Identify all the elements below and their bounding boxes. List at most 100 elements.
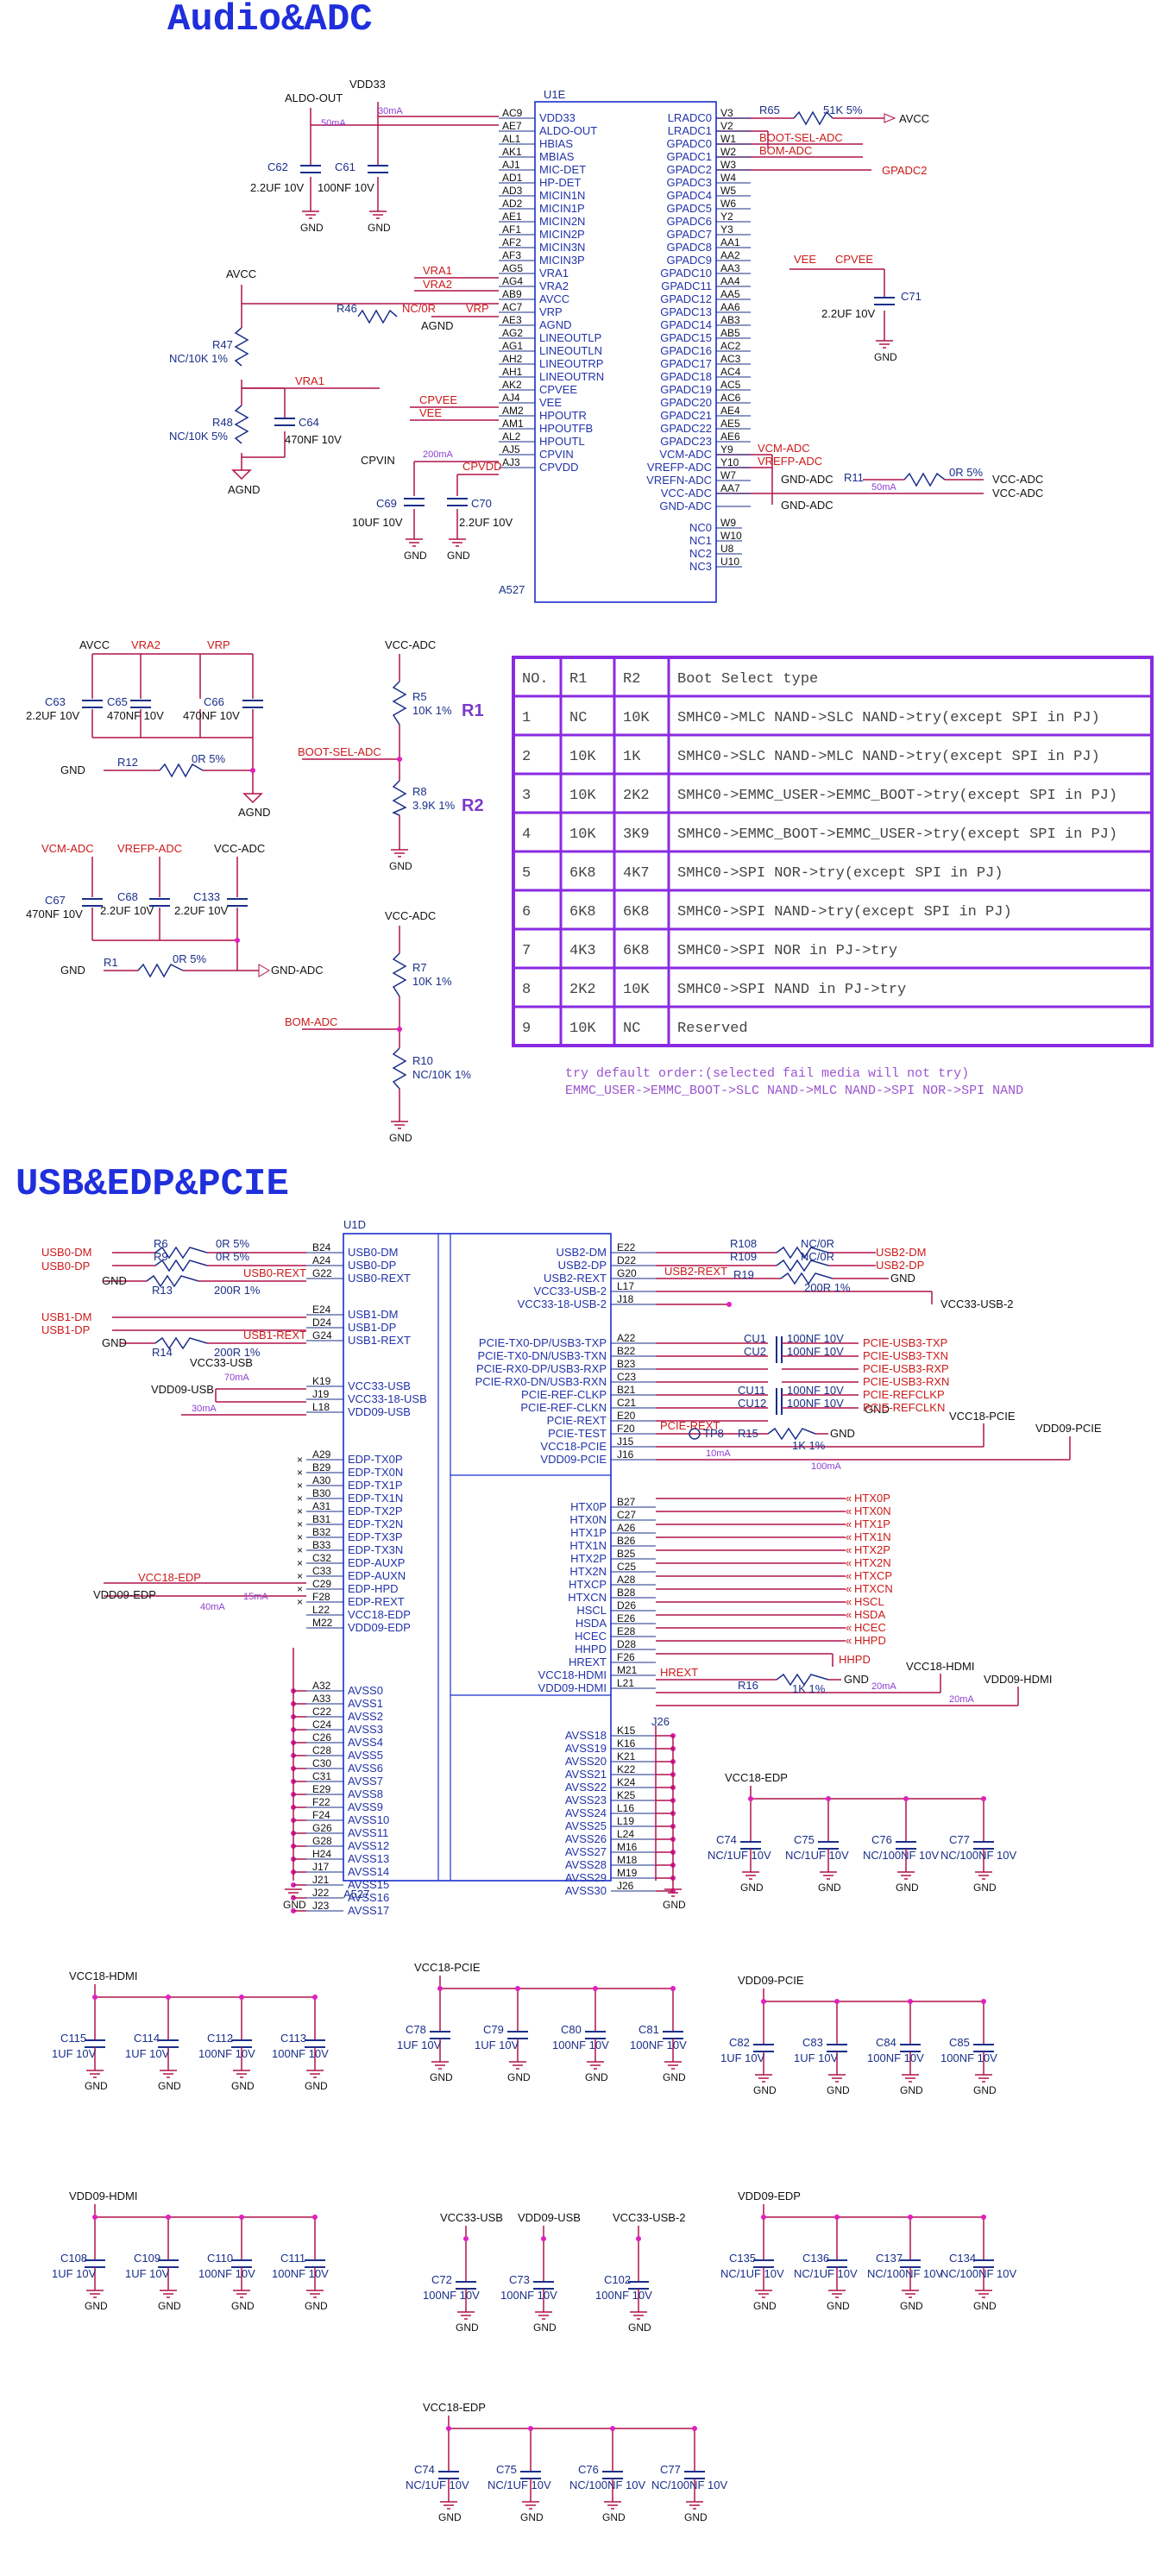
no-connect-mark: × xyxy=(297,1454,303,1466)
usb-left-wiring xyxy=(104,1252,306,1881)
usb-left-pin-number: A24 xyxy=(312,1254,331,1266)
usb-chip-right-pins: E22USB2-DMD22USB2-DPG20USB2-REXTL17VCC33… xyxy=(475,1241,676,1897)
resistor-r65-symbol xyxy=(793,110,833,126)
boot-table-cell: 8 xyxy=(522,982,531,998)
audio-left-pin-number: AG4 xyxy=(502,275,523,287)
cap-value: 1UF 10V xyxy=(475,2039,519,2051)
cap-ground-label: GND xyxy=(684,2511,708,2523)
usb-left-pin-name: EDP-HPD xyxy=(348,1582,399,1595)
usb-right-pin-number: M19 xyxy=(617,1867,638,1879)
usb-left-pin-number: J22 xyxy=(312,1887,330,1899)
htx-net-label: HTX1N xyxy=(854,1530,891,1543)
resistor-r10-symbol xyxy=(392,1047,407,1090)
cap-value: NC/1UF 10V xyxy=(794,2267,858,2280)
cap-value: NC/100NF 10V xyxy=(940,2267,1016,2280)
audio-right-pin-number: AE5 xyxy=(720,418,740,430)
boot-table-header-cell: NO. xyxy=(522,671,549,688)
cap-ground xyxy=(85,2070,104,2078)
cap-junction xyxy=(748,1796,753,1801)
cap-ground-label: GND xyxy=(231,2300,255,2312)
audio-left-pin-number: AE3 xyxy=(502,314,522,326)
boot-table-cell: 6 xyxy=(522,904,531,920)
usb-left-pin-number: G24 xyxy=(312,1329,332,1341)
usb-right-pin-name: PCIE-TX0-DP/USB3-TXP xyxy=(479,1336,607,1349)
audio-wiring xyxy=(241,102,984,539)
usb-left-pin-number: A30 xyxy=(312,1474,331,1486)
audio-right-pin-name: VREFP-ADC xyxy=(647,461,712,474)
boot-table-cell: 3 xyxy=(522,788,531,804)
audio-right-pin-name: GPADC23 xyxy=(660,435,712,448)
label-r19: R19 xyxy=(733,1268,754,1281)
htx-net-arrow: « xyxy=(846,1492,852,1505)
htx-net-label: HTXCN xyxy=(854,1582,893,1595)
htx-net-label: HTX0N xyxy=(854,1505,891,1517)
audio-left-pin-name: HPOUTL xyxy=(539,435,585,448)
usb-right-pin-name: PCIE-TX0-DN/USB3-TXN xyxy=(477,1349,607,1362)
cap-ground-label: GND xyxy=(533,2322,557,2334)
audio-right-pin-name: GPADC8 xyxy=(667,241,713,254)
cap-ground xyxy=(508,2061,527,2070)
label-cu12-val: 100NF 10V xyxy=(787,1397,844,1410)
usb-left-pin-number: A31 xyxy=(312,1500,331,1512)
audio-left-pin-name: HPOUTR xyxy=(539,409,587,422)
audio-right-pin-number: AE4 xyxy=(720,405,740,417)
boot-table-cell: 10K xyxy=(569,826,596,843)
label-r109: R109 xyxy=(730,1250,757,1263)
cap-group-rail: VCC18-EDP xyxy=(725,1771,788,1784)
cap-ground xyxy=(85,2290,104,2298)
usb-left-pin-name: EDP-TX1N xyxy=(348,1492,403,1505)
audio-right-pin-number: V2 xyxy=(720,120,733,132)
audio-left-pin-name: CPVEE xyxy=(539,383,577,396)
cap-ground xyxy=(974,2074,993,2083)
usb-left-pin-number: G26 xyxy=(312,1822,332,1834)
audio-left-pin-number: AK1 xyxy=(502,146,522,158)
audio-right-pin-name: VCM-ADC xyxy=(659,448,712,461)
usb-right-pin-number: L17 xyxy=(617,1280,634,1292)
section-title-usb: USB&EDP&PCIE xyxy=(16,1163,289,1206)
label-vcc-adc-c133: VCC-ADC xyxy=(214,842,265,855)
audio-right-pin-number: AC4 xyxy=(720,366,741,378)
cap-group-rail: VDD09-HDMI xyxy=(69,2190,137,2202)
usb-right-pin-name: AVSS20 xyxy=(565,1755,607,1768)
cap-ground xyxy=(159,2070,178,2078)
label-vra1-net2: VRA1 xyxy=(295,374,324,387)
audio-right-pin-number: W3 xyxy=(720,159,736,171)
audio-left-pin-number: AD1 xyxy=(502,172,523,184)
audio-right-pin-number: Y9 xyxy=(720,443,733,456)
usb-right-pin-number: C25 xyxy=(617,1561,636,1573)
no-connect-mark: × xyxy=(297,1480,303,1492)
usb-right-pin-number: M16 xyxy=(617,1841,638,1853)
label-r11: R11 xyxy=(844,471,864,484)
usb-right-pin-name: HHPD xyxy=(575,1643,607,1656)
audio-right-pin-number: AB5 xyxy=(720,327,740,339)
cap-ground-label: GND xyxy=(305,2300,328,2312)
usb-right-pin-name: HTXCN xyxy=(568,1591,607,1604)
usb-left-pin-name: AVSS11 xyxy=(348,1826,388,1839)
gnd-c69 xyxy=(405,538,424,547)
cap-junction xyxy=(908,1999,913,2004)
junction-c133 xyxy=(235,938,240,943)
audio-nc-pin-number: U10 xyxy=(720,556,739,568)
label-r1: R1 xyxy=(104,956,118,969)
audio-left-pin-number: AD2 xyxy=(502,198,523,210)
htx-net-arrow: « xyxy=(846,1569,852,1582)
audio-right-pin-name: GPADC6 xyxy=(667,215,713,228)
usb-right-pin-name: AVSS28 xyxy=(565,1858,607,1871)
label-r12-val: 0R 5% xyxy=(192,752,225,765)
usb-right-pin-name: PCIE-REXT xyxy=(547,1414,607,1427)
label-current-vcc33usb: 70mA xyxy=(224,1373,249,1383)
cap-junction xyxy=(515,1986,520,1991)
no-connect-mark: × xyxy=(297,1557,303,1569)
gnd-adc-arrow xyxy=(258,964,270,977)
label-bom-adc-2: BOM-ADC xyxy=(285,1015,337,1028)
audio-nc-pin-name: NC1 xyxy=(689,534,712,547)
label-r9-val: 0R 5% xyxy=(216,1250,249,1263)
cap-value: 100NF 10V xyxy=(595,2289,652,2302)
pcie-net-label: PCIE-USB3-TXN xyxy=(863,1349,948,1362)
audio-left-pin-number: AG5 xyxy=(502,262,523,274)
cap-value: NC/1UF 10V xyxy=(406,2479,469,2491)
label-vdd09-pcie: VDD09-PCIE xyxy=(1035,1422,1102,1435)
usb-right-pin-name: PCIE-REF-CLKP xyxy=(521,1388,607,1401)
